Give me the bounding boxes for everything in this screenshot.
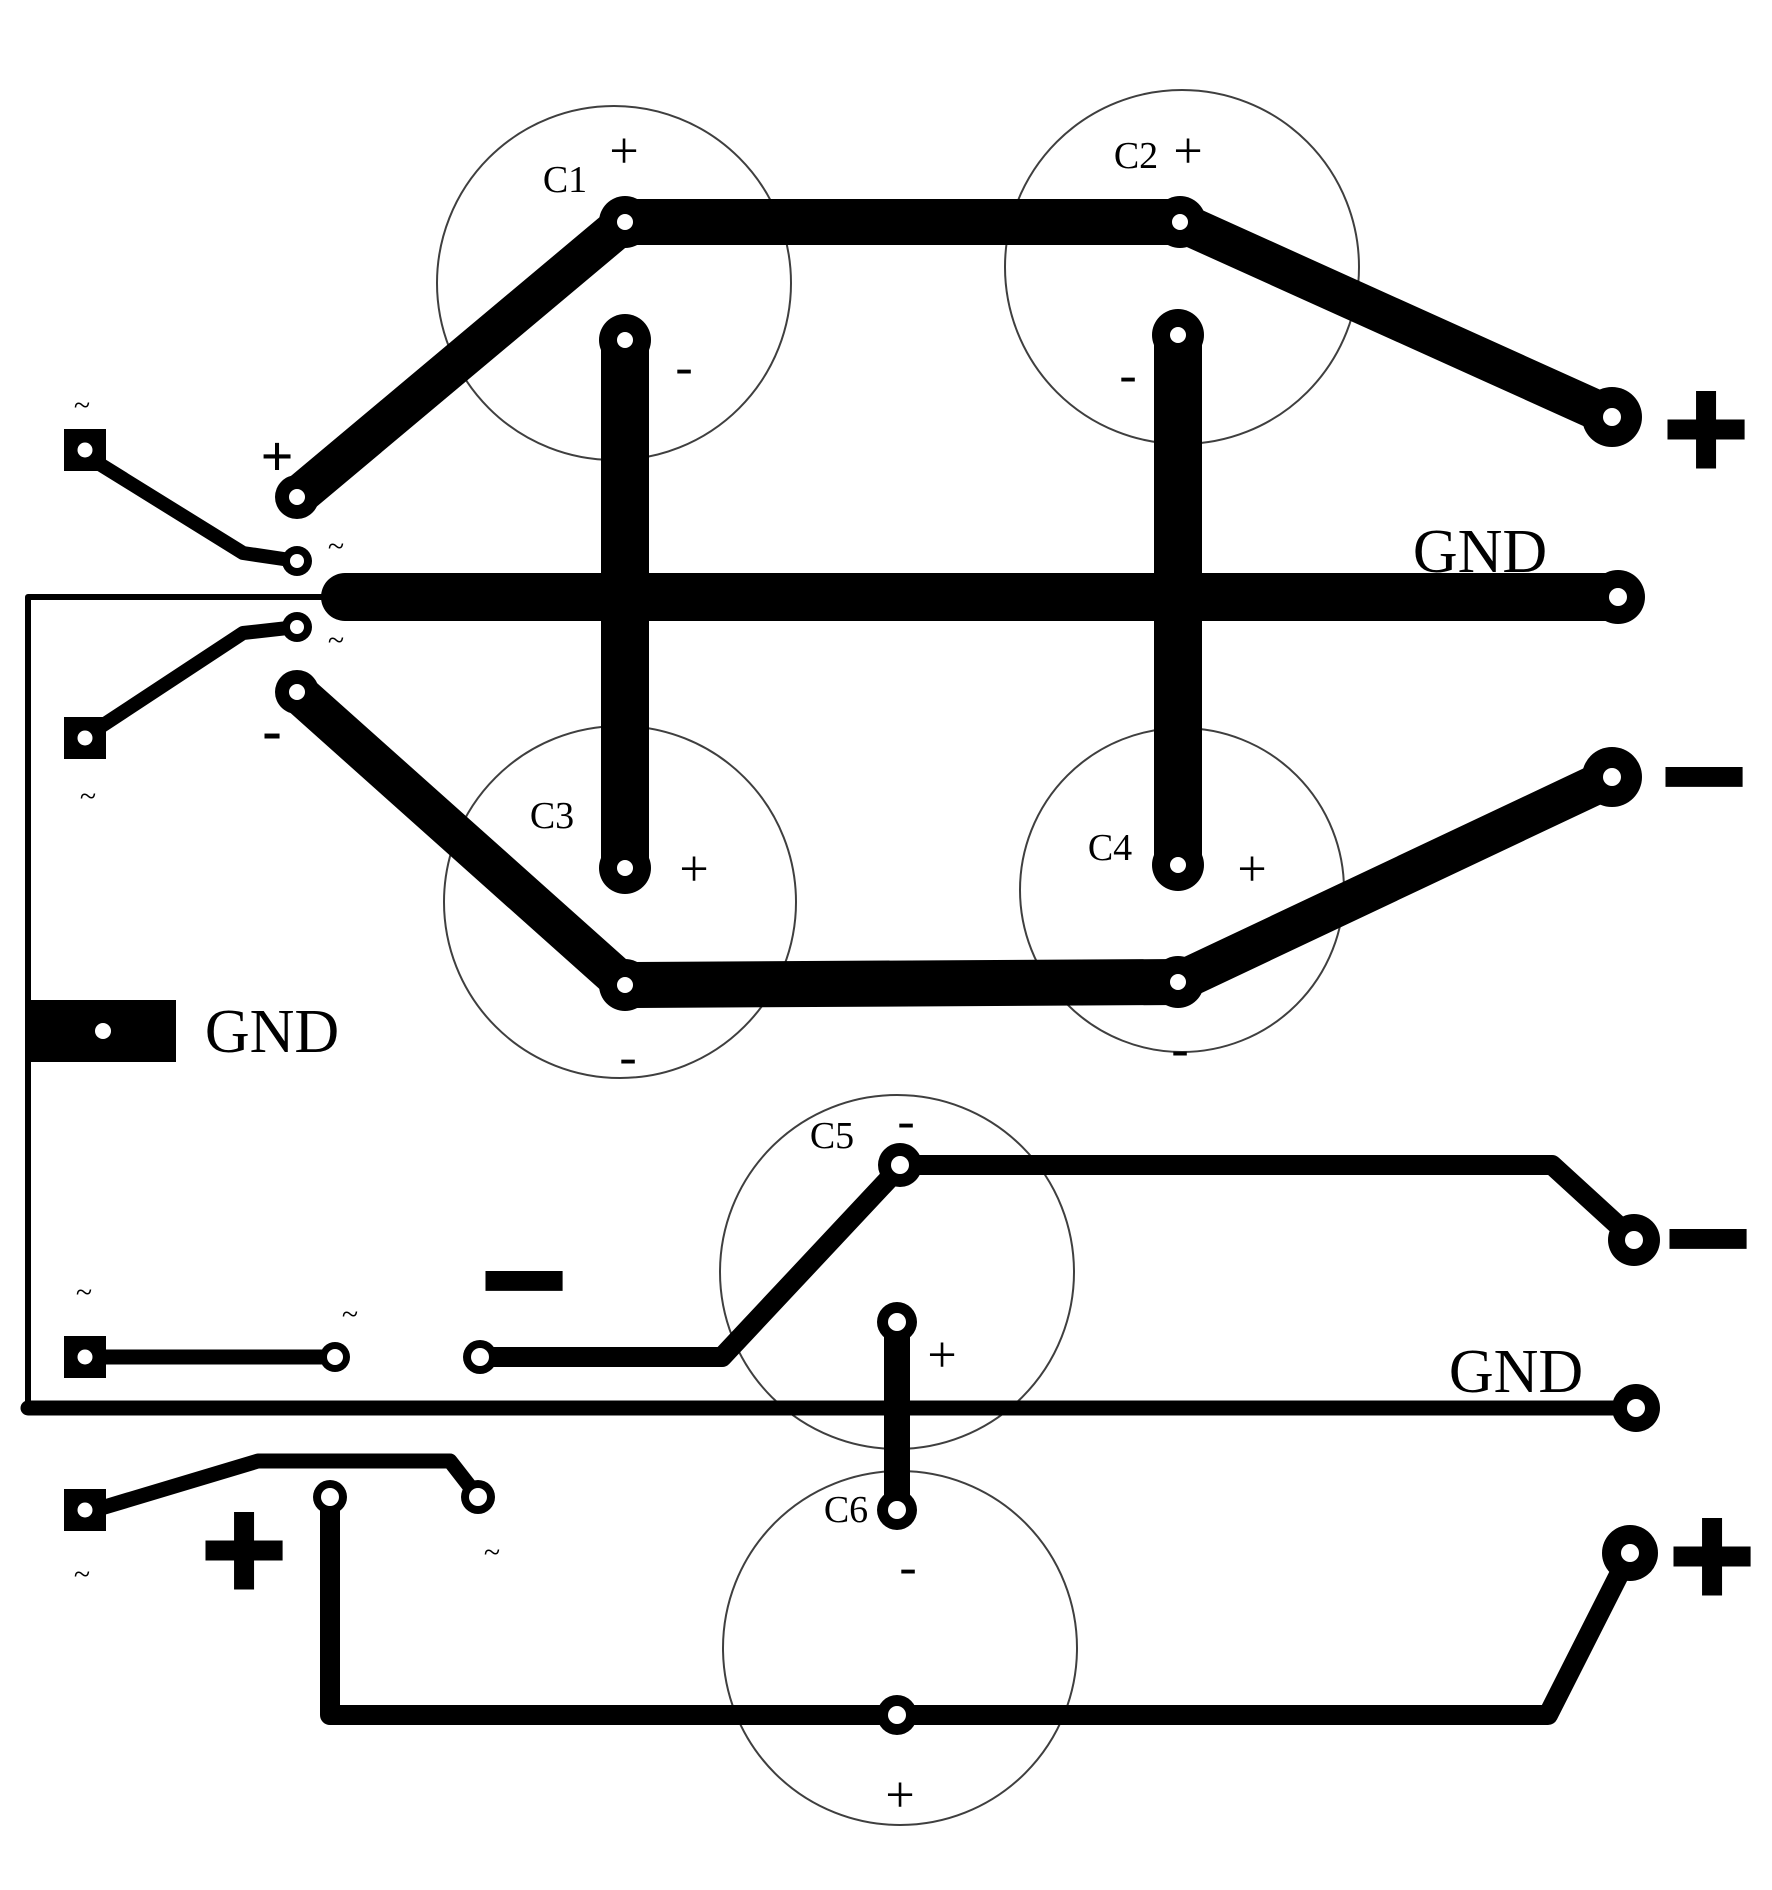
- gnd-mid-label: GND: [1413, 518, 1547, 586]
- pad-gnd-mid: [1591, 570, 1645, 624]
- tilde-label-ac4: ~: [484, 1536, 500, 1569]
- gnd-rect-pad-hole: [95, 1023, 111, 1039]
- c1-minus-label: -: [675, 339, 692, 396]
- c6-minus-label: -: [899, 1539, 916, 1596]
- pad-ac3: [320, 1342, 350, 1372]
- c1-plus-label: +: [609, 123, 638, 180]
- square-pad-ac3-hole: [77, 1349, 93, 1365]
- pad-c4-minus: [1152, 956, 1204, 1008]
- trace-ac4-feed: [80, 1453, 486, 1520]
- pad-plus-in: [275, 475, 319, 519]
- round-pads: [275, 196, 1660, 1735]
- square-pad-ac1: [64, 429, 106, 471]
- gnd-rect-pad: [26, 1000, 176, 1062]
- pad-c2-minus: [1152, 309, 1204, 361]
- plus-out-low-label: +: [1665, 1489, 1759, 1619]
- c3-minus-label: -: [619, 1029, 636, 1086]
- pad-c5-minus: [878, 1143, 922, 1187]
- plus-big-left-label: +: [197, 1483, 291, 1613]
- square-pads: [26, 429, 176, 1531]
- trace-ac1-feed: [78, 448, 304, 568]
- pad-c4-plus: [1152, 839, 1204, 891]
- minus-out-low-label: −: [1661, 1171, 1755, 1301]
- square-pad-ac1-hole: [77, 442, 93, 458]
- pad-minus-out-low: [1608, 1214, 1660, 1266]
- square-pad-ac3: [64, 1336, 106, 1378]
- pad-plus-low-start: [313, 1480, 347, 1514]
- copper-traces: [20, 199, 1644, 1725]
- c3-ref-label: C3: [530, 795, 574, 837]
- pad-c6-minus: [877, 1490, 917, 1530]
- c2-ref-label: C2: [1114, 135, 1158, 177]
- trace-c2plus-to-plus-out: [1160, 202, 1632, 437]
- minus-in-label: -: [262, 698, 281, 763]
- pad-ac2: [282, 612, 312, 642]
- c5-minus-label: -: [897, 1093, 914, 1150]
- trace-openpad-to-c5minus: [470, 1157, 910, 1367]
- pad-minus-out-top: [1582, 747, 1642, 807]
- pad-c1-minus: [599, 314, 651, 366]
- gnd-left-label: GND: [205, 998, 339, 1066]
- trace-c4minus-to-minus-out: [1158, 757, 1632, 1002]
- square-pad-ac4-hole: [77, 1502, 93, 1518]
- c4-minus-label: -: [1171, 1021, 1188, 1078]
- c2-minus-label: -: [1119, 347, 1136, 404]
- trace-plus-low-rail: [320, 1487, 1640, 1725]
- c4-ref-label: C4: [1088, 827, 1132, 869]
- tilde-label-ac1: ~: [328, 530, 344, 563]
- tilde-label-ac3: ~: [342, 1298, 358, 1331]
- pad-ac4: [461, 1480, 495, 1514]
- c5-plus-label: +: [927, 1327, 956, 1384]
- pad-minus-in: [275, 670, 319, 714]
- pad-c1-plus: [599, 196, 651, 248]
- pad-c5-plus: [877, 1302, 917, 1342]
- pad-open: [463, 1340, 497, 1374]
- tilde-label-ac2-bottom: ~: [80, 780, 96, 813]
- c2-plus-label: +: [1173, 123, 1202, 180]
- pad-c3-plus: [599, 842, 651, 894]
- pad-plus-out-top: [1582, 387, 1642, 447]
- pad-c6-plus: [877, 1695, 917, 1735]
- c6-ref-label: C6: [824, 1489, 868, 1531]
- square-pad-ac2: [64, 717, 106, 759]
- pad-c3-minus: [599, 959, 651, 1011]
- tilde-label-ac3-left: ~: [76, 1276, 92, 1309]
- minus-big-left-label: −: [477, 1213, 571, 1343]
- plus-out-top-label: +: [1659, 362, 1753, 492]
- labels: ~ + C1 + C2 + - - GND + ~ ~ ~ - C3 + C4 …: [74, 123, 1763, 1824]
- c3-plus-label: +: [679, 841, 708, 898]
- gnd-low-label: GND: [1449, 1338, 1583, 1406]
- pad-c2-plus: [1154, 196, 1206, 248]
- c6-plus-label: +: [885, 1767, 914, 1824]
- trace-c3minus-to-minus-in: [277, 672, 645, 1005]
- plus-in-label: +: [260, 424, 293, 489]
- pad-gnd-low: [1612, 1384, 1660, 1432]
- pad-plus-out-low: [1602, 1525, 1658, 1581]
- trace-c5minus-to-minus-out-low: [890, 1155, 1644, 1250]
- trace-ac2-feed: [78, 620, 304, 744]
- c1-ref-label: C1: [543, 159, 587, 201]
- pad-ac1: [282, 546, 312, 576]
- trace-gnd-left-link: [25, 594, 348, 1405]
- trace-c3minus-c4minus: [602, 959, 1201, 1008]
- trace-c1plus-to-plus-in: [277, 202, 645, 517]
- square-pad-ac4: [64, 1489, 106, 1531]
- minus-out-top-label: −: [1657, 709, 1751, 839]
- c5-ref-label: C5: [810, 1115, 854, 1157]
- c4-plus-label: +: [1237, 841, 1266, 898]
- tilde-label-ac4-left: ~: [74, 1558, 90, 1591]
- tilde-label-ac2: ~: [328, 624, 344, 657]
- tilde-label-ac1-top: ~: [74, 389, 90, 422]
- square-pad-ac2-hole: [77, 730, 93, 746]
